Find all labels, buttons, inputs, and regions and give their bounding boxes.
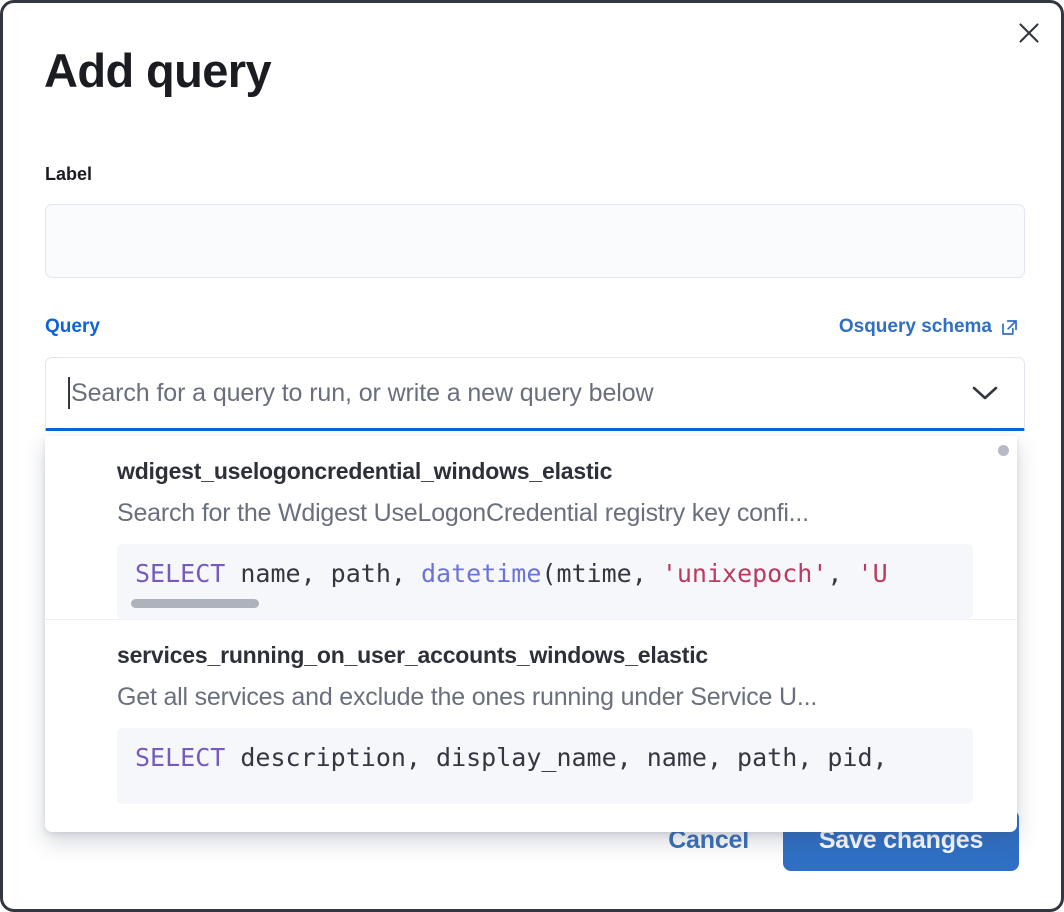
page-title: Add query xyxy=(44,44,272,97)
query-option-item[interactable]: services_running_on_user_accounts_window… xyxy=(45,619,1017,804)
code-horizontal-scrollbar[interactable] xyxy=(131,599,259,609)
sql-token-plain: description, display_name, name, path, p… xyxy=(225,743,888,773)
query-options-dropdown: wdigest_uselogoncredential_windows_elast… xyxy=(45,436,1017,832)
chevron-down-icon[interactable] xyxy=(970,384,1000,402)
sql-token-plain: (mtime, xyxy=(541,559,662,588)
sql-token-plain: , xyxy=(827,559,858,588)
external-link-icon xyxy=(1000,317,1019,337)
query-option-description: Search for the Wdigest UseLogonCredentia… xyxy=(117,499,809,527)
query-field-label: Query xyxy=(45,316,100,337)
sql-token-plain: name, path, xyxy=(225,559,421,588)
sql-code: SELECT description, display_name, name, … xyxy=(117,742,973,773)
dropdown-scrollbar[interactable] xyxy=(998,445,1009,456)
sql-token-function: datetime xyxy=(420,559,542,588)
query-option-description: Get all services and exclude the ones ru… xyxy=(117,683,818,712)
label-field-label: Label xyxy=(45,164,93,184)
query-search-placeholder: Search for a query to run, or write a ne… xyxy=(71,378,654,407)
sql-token-string: 'unixepoch' xyxy=(661,559,828,588)
query-options-list: wdigest_uselogoncredential_windows_elast… xyxy=(45,436,1017,804)
close-icon xyxy=(1018,22,1040,44)
close-button[interactable] xyxy=(1011,15,1047,51)
query-option-code-block: SELECT description, display_name, name, … xyxy=(117,728,973,804)
sql-token-keyword: SELECT xyxy=(135,559,226,588)
sql-token-string: 'U xyxy=(857,559,888,588)
query-option-title: wdigest_uselogoncredential_windows_elast… xyxy=(117,458,613,484)
query-option-title: services_running_on_user_accounts_window… xyxy=(117,642,708,669)
text-caret xyxy=(68,377,70,409)
sql-token-keyword: SELECT xyxy=(135,743,226,773)
label-input[interactable] xyxy=(45,204,1025,278)
osquery-schema-link[interactable]: Osquery schema xyxy=(839,316,1019,338)
code-scroll-track xyxy=(117,774,973,804)
sql-code: SELECT name, path, datetime(mtime, 'unix… xyxy=(117,558,973,589)
query-option-code-block: SELECT name, path, datetime(mtime, 'unix… xyxy=(117,544,973,620)
code-scroll-track xyxy=(117,589,973,619)
query-option-item[interactable]: wdigest_uselogoncredential_windows_elast… xyxy=(45,436,1017,620)
query-search-combobox[interactable]: Search for a query to run, or write a ne… xyxy=(45,357,1025,431)
osquery-schema-link-label: Osquery schema xyxy=(838,316,992,337)
